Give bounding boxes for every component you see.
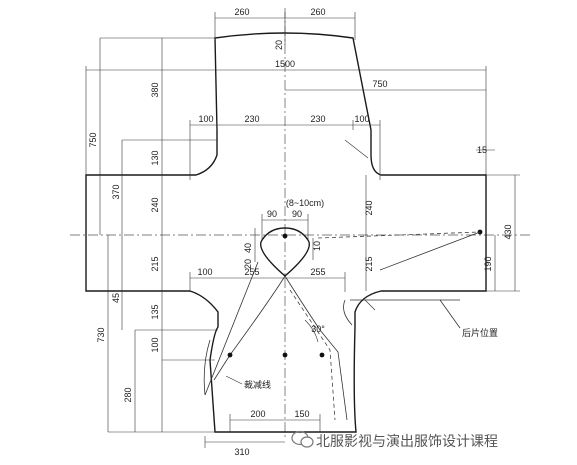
dim-top-right-width: 260 xyxy=(310,7,325,17)
dim-v-430: 430 xyxy=(503,224,513,239)
buttons xyxy=(227,352,325,358)
dimension-lines xyxy=(85,12,520,448)
dim-neck-half-left: 90 xyxy=(267,209,277,219)
dim-shoulder-right: 100 xyxy=(354,114,369,124)
label-back-piece-position: 后片位置 xyxy=(462,327,498,339)
dim-neck-half-right: 90 xyxy=(292,209,302,219)
dim-v-190: 190 xyxy=(483,256,493,271)
dim-neck-range: (8~10cm) xyxy=(286,198,324,208)
dim-v-240: 240 xyxy=(150,197,160,212)
dim-hem-200: 200 xyxy=(250,409,265,419)
garment-outline xyxy=(85,32,487,433)
dim-shoulder-mid-left: 230 xyxy=(244,114,259,124)
dim-v-100: 100 xyxy=(150,337,160,352)
back-piece-lines xyxy=(317,229,483,329)
dim-v-240-right: 240 xyxy=(364,200,374,215)
dim-neck-depth-a: 40 xyxy=(243,243,253,253)
dimension-labels: 260 260 20 1500 750 100 230 230 100 15 7… xyxy=(88,7,513,457)
dim-v-45: 45 xyxy=(111,293,121,303)
dim-neck-depth-b: 20 xyxy=(243,259,253,269)
dim-angle: 30° xyxy=(311,324,325,334)
dim-v-280: 280 xyxy=(123,387,133,402)
center-lines xyxy=(70,8,530,440)
dim-front-255-left: 255 xyxy=(244,267,259,277)
dim-v-215-right: 215 xyxy=(364,256,374,271)
dim-shoulder-left: 100 xyxy=(198,114,213,124)
dim-front-255-right: 255 xyxy=(310,267,325,277)
dim-neck-drop: 20 xyxy=(274,40,284,50)
dim-left-height: 750 xyxy=(88,132,98,147)
dim-v-215-left: 215 xyxy=(150,256,160,271)
dim-v-135: 135 xyxy=(150,304,160,319)
dim-v-730: 730 xyxy=(96,327,106,342)
wechat-icon xyxy=(291,430,314,448)
dim-top-left-width: 260 xyxy=(234,7,249,17)
dim-v-370: 370 xyxy=(111,184,121,199)
front-wrap-lines xyxy=(203,261,348,421)
dim-neck-side: 10 xyxy=(312,241,322,251)
dim-v-130: 130 xyxy=(150,150,160,165)
dim-shoulder-mid-right: 230 xyxy=(310,114,325,124)
dim-total-width: 1500 xyxy=(275,59,295,69)
watermark-text: 北服影视与演出服饰设计课程 xyxy=(316,434,498,450)
watermark: 北服影视与演出服饰设计课程 xyxy=(291,430,498,450)
dim-half-width: 750 xyxy=(372,79,387,89)
label-cut-line: 裁减线 xyxy=(244,379,271,391)
neck-dot xyxy=(282,233,288,239)
neckline xyxy=(260,227,310,277)
dim-cuff-small: 15 xyxy=(477,145,487,155)
cut-line-leader xyxy=(225,375,243,385)
dim-upper-height: 380 xyxy=(150,82,160,97)
dim-front-100: 100 xyxy=(197,267,212,277)
dim-hem-310: 310 xyxy=(234,447,249,457)
dim-hem-150: 150 xyxy=(294,409,309,419)
